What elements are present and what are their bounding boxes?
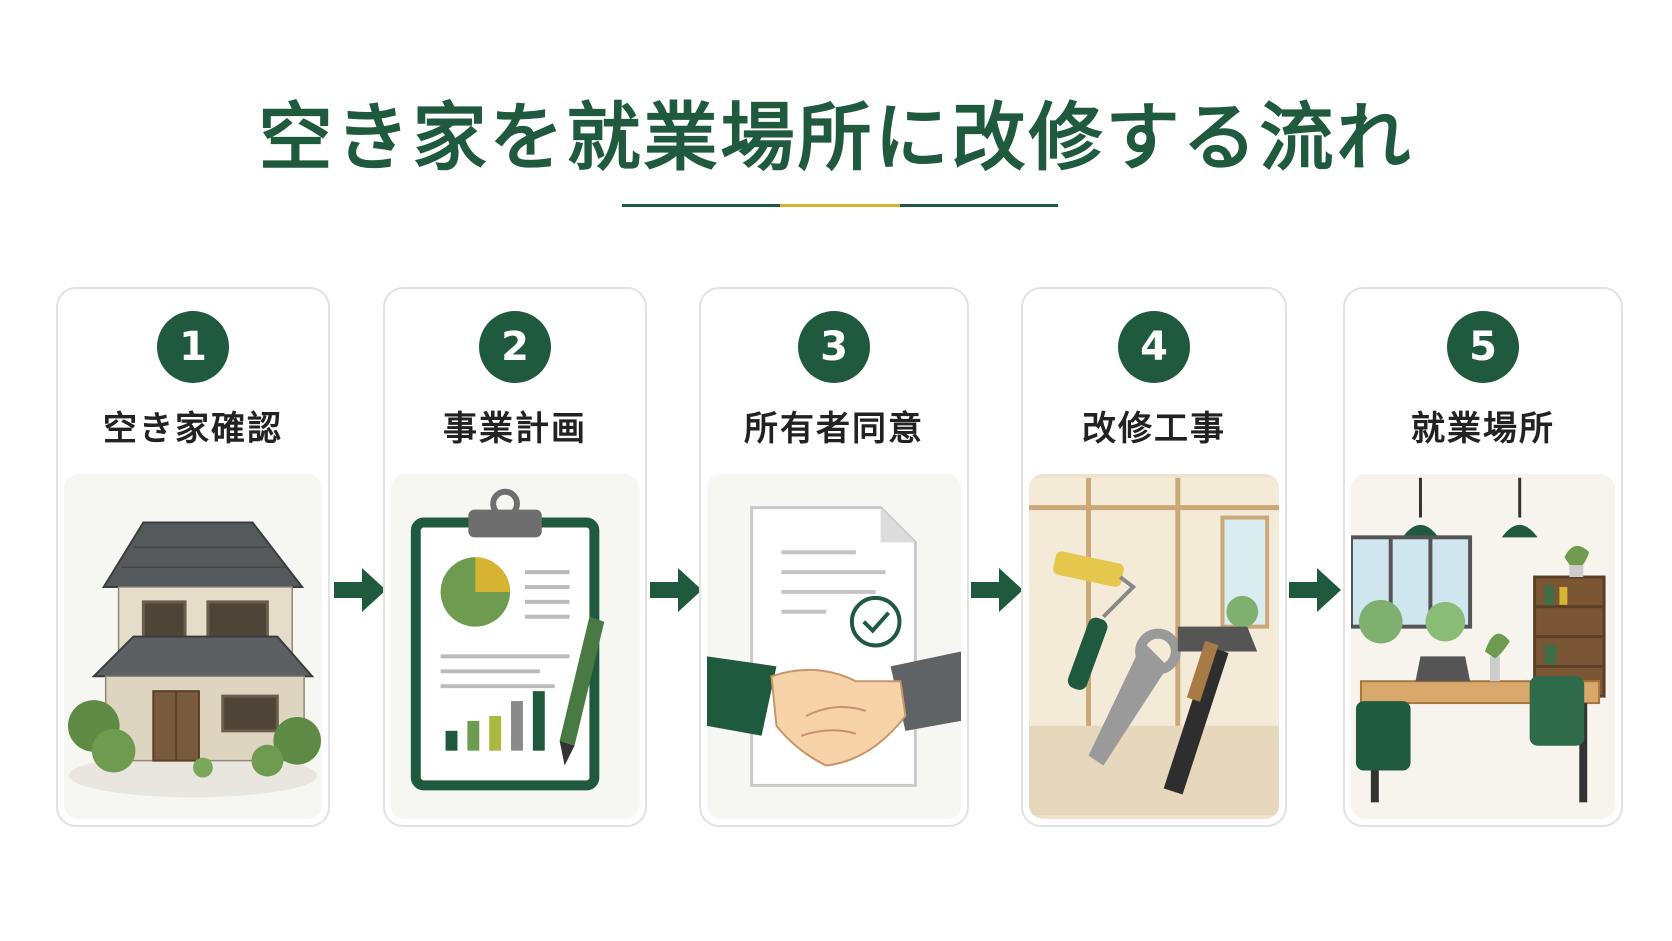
renovation-tools-icon (1029, 474, 1279, 819)
step-card-3: 3 所有者同意 (699, 287, 969, 827)
step-card-1: 1 空き家確認 (56, 287, 330, 827)
divider-right (900, 204, 1058, 207)
office-room-icon (1351, 474, 1615, 819)
right-arrow-icon (971, 568, 1023, 612)
right-arrow-icon (650, 568, 702, 612)
right-arrow-icon (334, 568, 386, 612)
step-number-badge: 5 (1447, 311, 1519, 383)
page-title: 空き家を就業場所に改修する流れ (258, 95, 1414, 181)
step-label: 所有者同意 (744, 409, 924, 449)
abandoned-house-icon (64, 474, 322, 819)
step-card-2: 2 事業計画 (383, 287, 647, 827)
step-number-badge: 2 (479, 311, 551, 383)
step-number-badge: 1 (157, 311, 229, 383)
step-label: 空き家確認 (103, 409, 283, 449)
title-divider (622, 204, 1058, 207)
handshake-contract-icon (707, 474, 961, 819)
step-label: 事業計画 (443, 409, 587, 449)
step-card-5: 5 就業場所 (1343, 287, 1623, 827)
clipboard-plan-icon (391, 474, 639, 819)
step-number-badge: 3 (798, 311, 870, 383)
right-arrow-icon (1289, 568, 1341, 612)
step-label: 改修工事 (1082, 409, 1226, 449)
step-card-4: 4 改修工事 (1021, 287, 1287, 827)
step-label: 就業場所 (1411, 409, 1555, 449)
step-number-badge: 4 (1118, 311, 1190, 383)
divider-center (780, 204, 900, 207)
divider-left (622, 204, 780, 207)
